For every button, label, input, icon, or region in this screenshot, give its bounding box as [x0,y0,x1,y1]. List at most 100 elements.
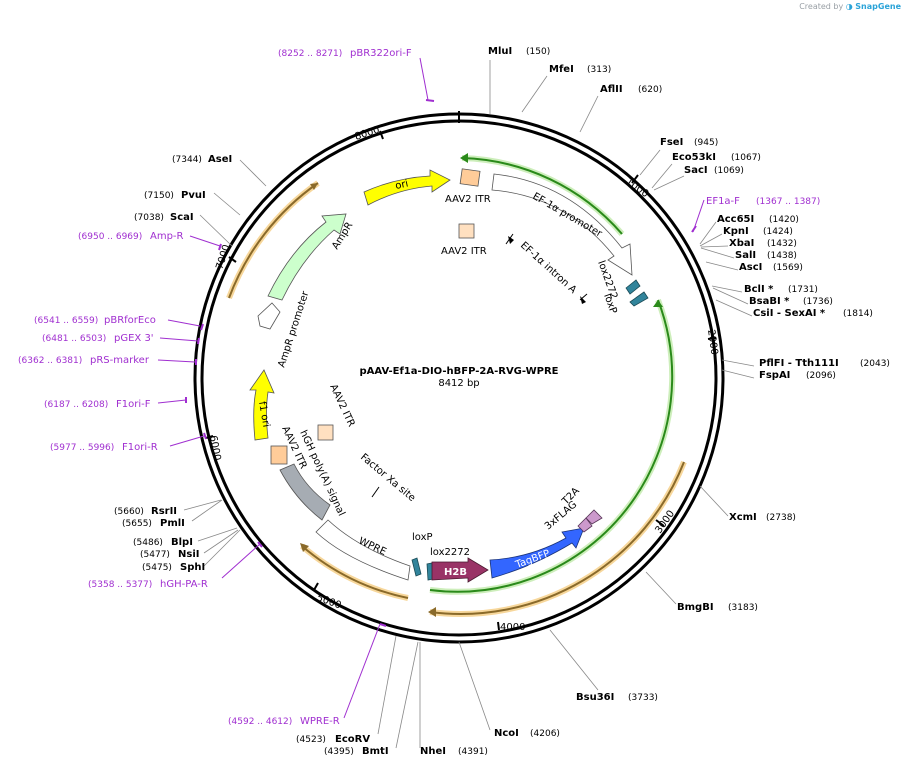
leader-asei [239,159,267,187]
ef1a-promoter-feature [491,173,633,276]
tick-label-4000: 4000 [500,622,525,633]
enzyme-rsrii-pos: (5660) [114,507,144,517]
orf-arc-insert [429,461,685,615]
enzyme-ecorv-name: EcoRV [335,734,370,745]
f1-ori-label: f1 ori [256,401,271,429]
enzyme-acc65i-name: Acc65I [717,214,754,225]
leader-asci [705,261,739,271]
primer-pbrforeco-pos: (6541 .. 6559) [34,316,98,326]
enzyme-bmti-pos: (4395) [324,747,354,757]
enzyme-bmgbi-pos: (3183) [728,603,758,613]
enzyme-asei-pos: (7344) [172,155,202,165]
enzyme-mfei-pos: (313) [587,65,611,75]
leader-nsii [203,529,239,554]
tick-6000 [205,435,214,439]
leader-xbai [700,245,729,248]
3xflag-feature [577,517,593,533]
ef1a-intron-start-mark [508,236,514,244]
t2a-feature [585,509,603,525]
primer-pbr322ori-f-pos: (8252 .. 8271) [278,49,342,59]
leader-pbrforeco [167,319,201,327]
lox2272-bottom-label: lox2272 [430,547,470,558]
enzyme-bmti-name: BmtI [362,746,389,757]
leader-scai [199,214,233,247]
enzyme-scai-pos: (7038) [134,213,164,223]
enzyme-asei-name: AseI [208,154,232,165]
orf-arc-wpre [301,545,409,599]
leader-aflii [579,95,599,133]
plasmid-name: pAAV-Ef1a-DIO-hBFP-2A-RVG-WPRE [360,366,559,377]
enzyme-mlui-name: MluI [488,46,512,57]
enzyme-bsabi-name: BsaBI * [749,296,790,307]
aav2-itr-left-inner-label: AAV2 ITR [327,383,356,429]
enzyme-blpi-pos: (5486) [133,538,163,548]
primer-labels: (8252 .. 8271) pBR322ori-F EF1a-F (1367 … [18,48,820,727]
primer-leaders [157,57,705,719]
leader-hgh-pa-r [221,543,261,579]
enzyme-pvui-pos: (7150) [144,191,174,201]
leader-bmti [395,641,419,749]
leader-kpni [699,233,723,247]
ampr-promoter-feature [257,302,281,330]
leader-prs-marker [157,359,196,363]
leader-acc65i [699,221,717,245]
tick-1000 [631,174,639,184]
enzyme-eco53ki-pos: (1067) [731,153,761,163]
leader-pvui [213,192,241,216]
primer-wpre-r-pos: (4592 .. 4612) [228,717,292,727]
enzyme-kpni-name: KpnI [723,226,749,237]
enzyme-csii-name: CsiI - SexAI * [753,308,826,319]
ampr-feature [267,213,347,301]
leader-xcmi [699,485,729,517]
primer-prs-marker-name: pRS-marker [90,355,150,366]
orf-arc-insert-head [428,607,436,617]
enzyme-nsii-pos: (5477) [140,550,170,560]
enzyme-ncoi-pos: (4206) [530,729,560,739]
ori-feature [363,169,451,206]
enzyme-pvui-name: PvuI [181,190,206,201]
tick-label-8000: 8000 [354,125,382,143]
enzyme-bmgbi-name: BmgBI [677,602,714,613]
insert-arc-upper [461,157,623,235]
enzyme-nhei-pos: (4391) [458,747,488,757]
enzyme-bcli-pos: (1731) [788,285,818,295]
enzyme-acc65i-pos: (1420) [769,215,799,225]
primer-mark-f1ori-r [203,432,207,440]
lox2272-top-feature [625,279,641,295]
enzyme-pflfi-name: PflFI - Tth111I [759,358,839,369]
insert-arc-lower-head [653,300,663,307]
tick-label-1000: 1000 [623,176,650,200]
leader-f1ori-f [157,399,187,404]
loxp-top-feature [629,291,649,307]
f1-ori-feature [249,369,275,441]
primer-hgh-pa-r-name: hGH-PA-R [160,579,208,590]
tick-4000 [497,621,500,631]
orf-arc-amp-head [310,183,318,190]
tick-7000 [228,256,237,263]
tagbfp-feature [489,527,585,579]
enzyme-bcli-name: BclI * [744,284,774,295]
leader-bmgbi [645,571,677,605]
leader-rsrii [183,499,222,511]
enzyme-scai-name: ScaI [170,212,194,223]
primer-f1ori-f-pos: (6187 .. 6208) [44,400,108,410]
enzyme-nsii-name: NsiI [178,549,199,560]
hgh-polya-feature [279,463,331,521]
plasmid-size: 8412 bp [438,378,479,389]
primer-mark-pbr322ori-f [425,99,435,102]
leader-sali [700,247,735,259]
enzyme-bsabi-pos: (1736) [803,297,833,307]
primer-pbr322ori-f-name: pBR322ori-F [350,48,412,59]
primer-pgex3-pos: (6481 .. 6503) [42,334,106,344]
primer-f1ori-r-pos: (5977 .. 5996) [50,443,114,453]
primer-pgex3-name: pGEX 3' [114,333,154,344]
enzyme-rsrii-name: RsrII [151,506,177,517]
enzyme-blpi-name: BlpI [171,537,193,548]
enzyme-mfei-name: MfeI [549,64,574,75]
3xflag-label: 3xFLAG [543,499,579,532]
orf-arcs [226,180,687,617]
tagbfp-label: TagBFP [513,548,551,571]
tick-2000 [707,337,717,340]
enzyme-csii-pos: (1814) [843,309,873,319]
